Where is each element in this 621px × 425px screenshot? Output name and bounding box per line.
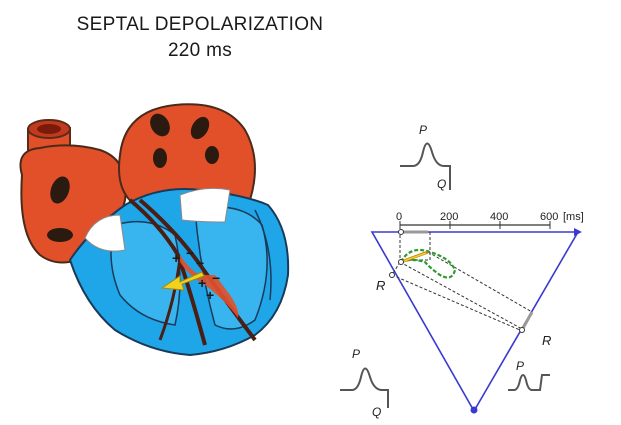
einthoven-triangle: 0 200 400 600 [ms] R R — [370, 211, 584, 414]
svg-text:−: − — [186, 245, 194, 261]
lead-i-p-label: P — [419, 123, 427, 137]
title: SEPTAL DEPOLARIZATION — [76, 14, 324, 35]
heart-illustration: + − − + + − — [19, 103, 290, 357]
tricuspid-valve — [84, 214, 126, 252]
tick-0: 0 — [396, 211, 402, 223]
vector-loop — [400, 248, 457, 279]
right-ventricle-cavity — [110, 220, 181, 326]
depolarization-vector — [160, 271, 205, 291]
svg-text:−: − — [196, 255, 204, 271]
tick-200: 200 — [440, 211, 458, 223]
depolarized-septum — [180, 255, 239, 318]
time-label: 220 ms — [167, 40, 233, 61]
svg-text:+: + — [198, 275, 206, 291]
tick-400: 400 — [490, 211, 508, 223]
svg-text:+: + — [172, 250, 180, 266]
septum-bundle — [128, 198, 207, 346]
svg-text:−: − — [212, 270, 220, 286]
mitral-valve — [179, 187, 231, 223]
title-block: SEPTAL DEPOLARIZATION 220 ms — [40, 12, 360, 64]
lead-ii-waveform: P Q — [340, 347, 389, 419]
lead-iii-p-label: P — [516, 359, 524, 373]
lead-ii-q-label: Q — [372, 405, 381, 419]
lead-iii-waveform: P — [508, 359, 550, 391]
tick-600: 600 — [540, 211, 558, 223]
time-unit: [ms] — [563, 211, 584, 223]
lead-i-q-label: Q — [437, 177, 446, 191]
lead-i-waveform: P Q — [400, 123, 451, 191]
lead-ii-p-label: P — [352, 347, 360, 361]
right-r-label: R — [542, 333, 551, 348]
left-r-label: R — [376, 278, 385, 293]
svg-text:+: + — [206, 287, 214, 303]
